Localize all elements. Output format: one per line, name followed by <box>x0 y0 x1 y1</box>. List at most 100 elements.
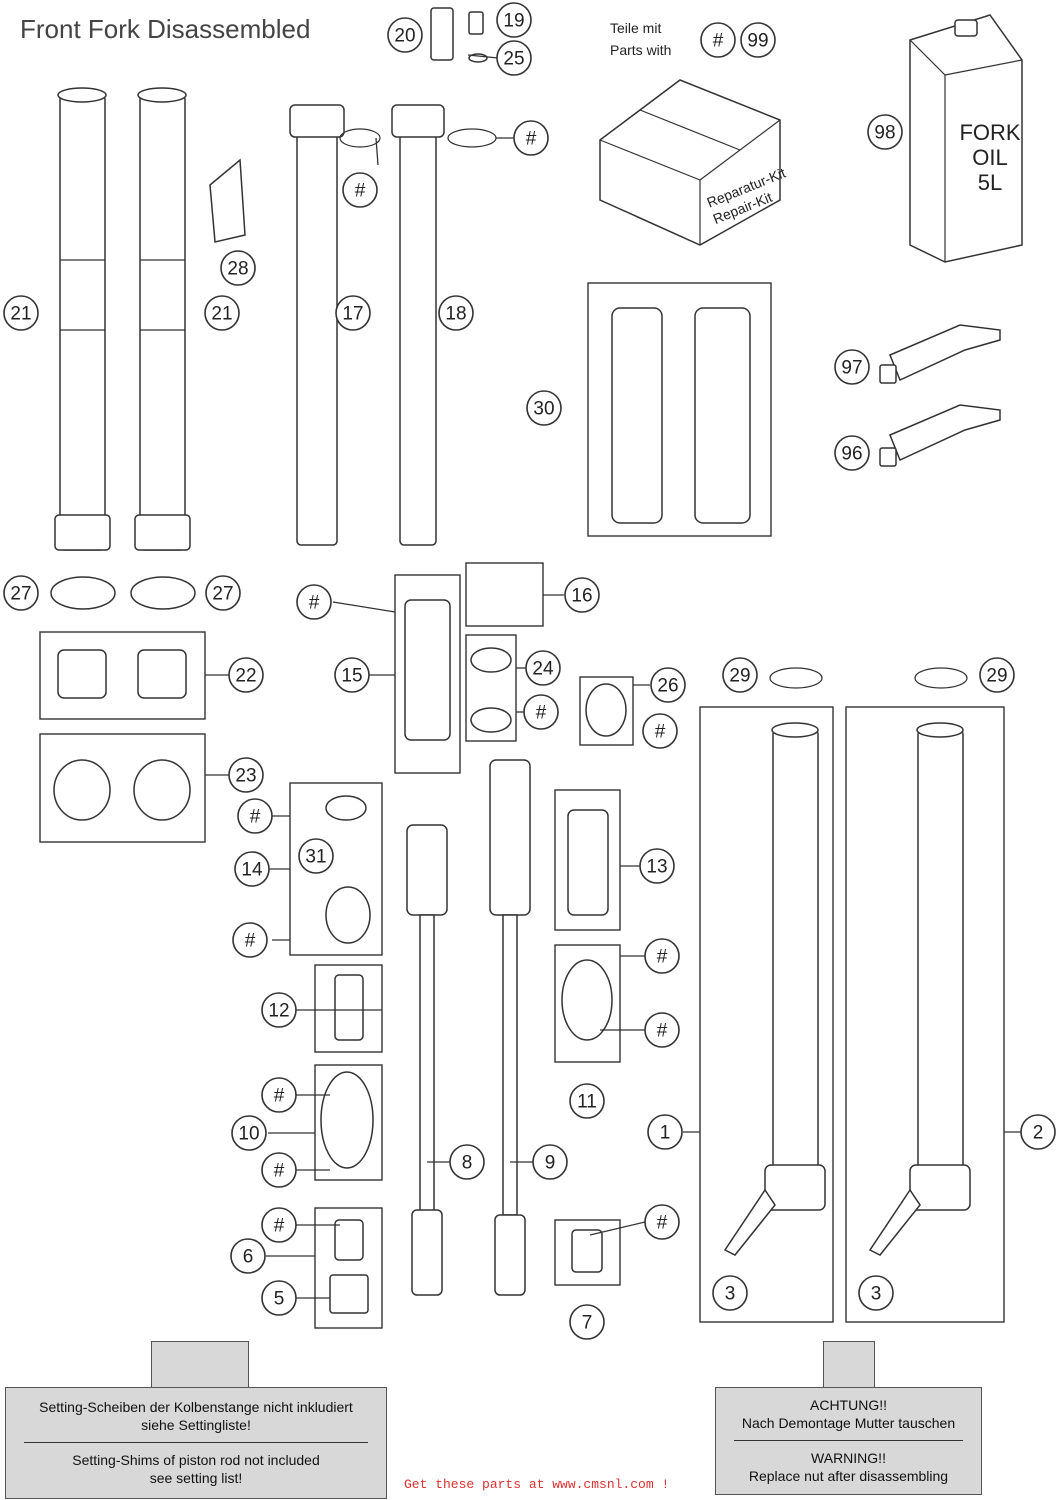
seal-left[interactable] <box>53 759 111 821</box>
callout-21[interactable]: 21 <box>204 295 240 331</box>
callout-98-label: 98 <box>874 123 895 144</box>
box-26 <box>579 676 634 746</box>
inner-tube-2[interactable] <box>868 722 971 1256</box>
callout-hash[interactable]: # <box>261 1207 297 1243</box>
callout-hash[interactable]: # <box>296 584 332 620</box>
o-ring-17[interactable] <box>339 128 381 148</box>
piston-rod-8[interactable] <box>406 824 448 1296</box>
callout-9-label: 9 <box>545 1153 556 1174</box>
o-ring-29-right[interactable] <box>914 667 968 689</box>
grease-tube-97[interactable] <box>889 324 1001 382</box>
callout-8[interactable]: 8 <box>449 1144 485 1180</box>
note-left: Setting-Scheiben der Kolbenstange nicht … <box>5 1387 387 1499</box>
callout-16[interactable]: 16 <box>564 577 600 613</box>
callout-hash[interactable]: # <box>644 938 680 974</box>
callout-hash[interactable]: # <box>644 1012 680 1048</box>
grease-tube-96[interactable] <box>889 404 1001 462</box>
piston-rod-9[interactable] <box>489 759 531 1296</box>
callout-20[interactable]: 20 <box>387 17 423 53</box>
callout-hash[interactable]: # <box>261 1152 297 1188</box>
callout-21-label: 21 <box>10 304 31 325</box>
fork-protector-left[interactable] <box>611 307 663 524</box>
cartridge-17[interactable] <box>289 104 345 546</box>
callout-98[interactable]: 98 <box>867 114 903 150</box>
note-right-en-1: WARNING!! <box>811 1450 886 1466</box>
callout-19[interactable]: 19 <box>496 2 532 38</box>
callout-31[interactable]: 31 <box>298 838 334 874</box>
clamp-27-right[interactable] <box>130 576 196 610</box>
callout-97[interactable]: 97 <box>834 349 870 385</box>
callout-30[interactable]: 30 <box>526 390 562 426</box>
o-ring-18[interactable] <box>447 128 497 148</box>
bushing-left[interactable] <box>57 649 107 699</box>
callout-22[interactable]: 22 <box>228 657 264 693</box>
note-left-en-1: Setting-Shims of piston rod not included <box>72 1452 320 1468</box>
callout-25[interactable]: 25 <box>496 40 532 76</box>
outer-tube-right[interactable] <box>134 87 191 551</box>
oil-can-text-1: FORK <box>959 120 1020 145</box>
callout-15[interactable]: 15 <box>334 657 370 693</box>
callout-hash[interactable]: # <box>642 713 678 749</box>
footer-link[interactable]: Get these parts at www.cmsnl.com ! <box>404 1477 670 1492</box>
callout-96[interactable]: 96 <box>834 435 870 471</box>
callout-hash[interactable]: # <box>523 694 559 730</box>
callout-hash[interactable]: # <box>644 1204 680 1240</box>
kit-note-en: Parts with <box>610 42 672 58</box>
seal-right[interactable] <box>133 759 191 821</box>
callout-23[interactable]: 23 <box>228 757 264 793</box>
callout-6[interactable]: 6 <box>230 1238 266 1274</box>
callout-hash[interactable]: # <box>237 798 273 834</box>
callout-13[interactable]: 13 <box>639 848 675 884</box>
callout-3[interactable]: 3 <box>712 1275 748 1311</box>
box-13 <box>554 789 621 931</box>
callout-99[interactable]: 99 <box>740 22 776 58</box>
callout-18[interactable]: 18 <box>438 295 474 331</box>
o-ring-29-left[interactable] <box>769 667 823 689</box>
callout-hash-label: # <box>274 1086 285 1107</box>
callout-26[interactable]: 26 <box>650 667 686 703</box>
callout-10[interactable]: 10 <box>231 1115 267 1151</box>
top-cap-20[interactable] <box>430 7 454 61</box>
callout-27[interactable]: 27 <box>3 575 39 611</box>
screw-19[interactable] <box>468 11 484 35</box>
callout-28[interactable]: 28 <box>220 250 256 286</box>
callout-7[interactable]: 7 <box>569 1304 605 1340</box>
callout-17[interactable]: 17 <box>335 295 371 331</box>
callout-hash[interactable]: # <box>513 120 549 156</box>
callout-24[interactable]: 24 <box>525 650 561 686</box>
callout-11[interactable]: 11 <box>569 1083 605 1119</box>
fork-oil-can[interactable] <box>909 14 1023 263</box>
callout-hash[interactable]: # <box>342 172 378 208</box>
callout-21[interactable]: 21 <box>3 295 39 331</box>
callout-12[interactable]: 12 <box>261 992 297 1028</box>
callout-5[interactable]: 5 <box>261 1280 297 1316</box>
callout-2[interactable]: 2 <box>1020 1114 1056 1150</box>
inner-tube-1[interactable] <box>723 722 826 1256</box>
bushing-right[interactable] <box>137 649 187 699</box>
callout-hash-label: # <box>245 931 256 952</box>
oil-can-text-3: 5L <box>978 170 1002 195</box>
callout-29[interactable]: 29 <box>722 657 758 693</box>
callout-hash[interactable]: # <box>700 22 736 58</box>
callout-hash[interactable]: # <box>261 1077 297 1113</box>
outer-tube-left[interactable] <box>54 87 111 551</box>
fork-protector-right[interactable] <box>694 307 751 524</box>
callout-10-label: 10 <box>238 1124 259 1145</box>
seal-box <box>39 733 206 843</box>
callout-hash-label: # <box>309 593 320 614</box>
note-right-de-1: ACHTUNG!! <box>810 1397 887 1413</box>
callout-27[interactable]: 27 <box>205 575 241 611</box>
callout-hash[interactable]: # <box>232 922 268 958</box>
callout-9[interactable]: 9 <box>532 1144 568 1180</box>
clamp-27-left[interactable] <box>50 576 116 610</box>
callout-2-label: 2 <box>1033 1123 1044 1144</box>
callout-1[interactable]: 1 <box>647 1114 683 1150</box>
sticker-part[interactable] <box>209 158 246 243</box>
repair-kit-box[interactable] <box>599 79 781 246</box>
callout-29[interactable]: 29 <box>979 657 1015 693</box>
cartridge-18[interactable] <box>391 104 445 546</box>
callout-hash-label: # <box>355 181 366 202</box>
callout-3[interactable]: 3 <box>858 1275 894 1311</box>
callout-14[interactable]: 14 <box>234 851 270 887</box>
